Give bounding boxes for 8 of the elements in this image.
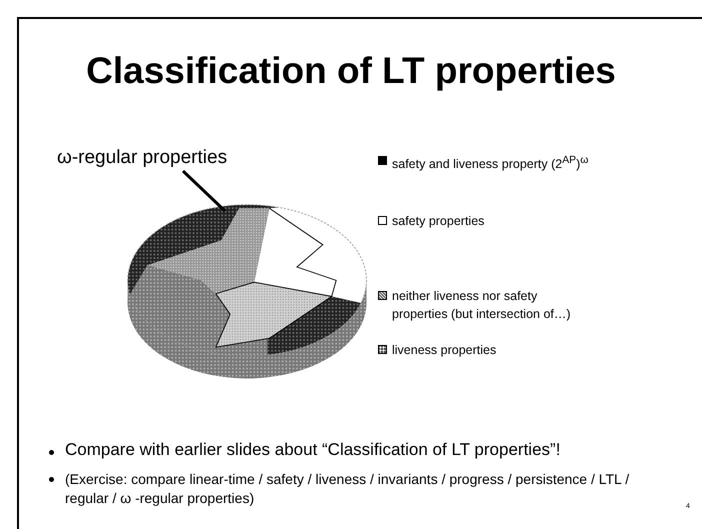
- callout-label: ω-regular properties: [57, 146, 228, 170]
- legend-text: safety and liveness property (2$^{AP}$)$^{ω}$: [392, 157, 588, 172]
- legend-text: neither liveness nor safety properties (but intersection of…): [392, 289, 571, 321]
- legend-text: safety properties: [392, 214, 484, 228]
- legend-text: liveness properties: [392, 343, 496, 357]
- bullet-text: (Exercise: compare linear-time / safety / liveness / invariants / progress / persistence / LTL / regular / ω -regular properties): [65, 470, 630, 508]
- bullet-text: Compare with earlier slides about “Classification of LT properties”!: [65, 440, 562, 460]
- slide-title: Classification of LT properties: [85, 50, 617, 92]
